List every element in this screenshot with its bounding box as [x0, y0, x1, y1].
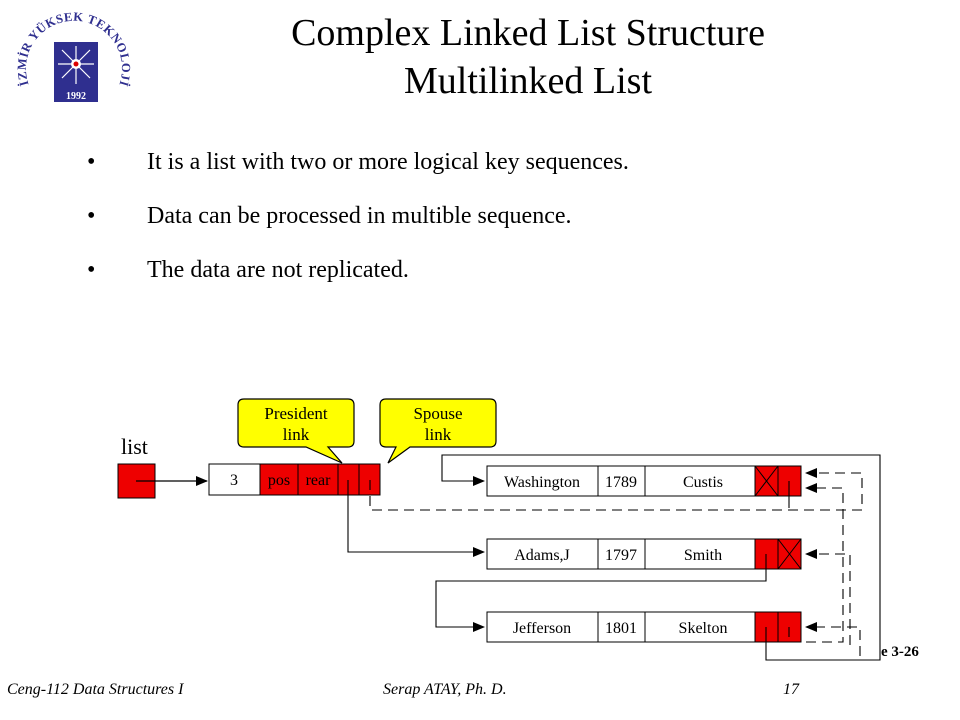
- footer-author: Serap ATAY, Ph. D.: [383, 681, 507, 698]
- head-count: 3: [230, 472, 238, 489]
- bullet-text: Data can be processed in multible sequen…: [147, 203, 572, 229]
- bullet-text: The data are not replicated.: [147, 257, 409, 283]
- head-pos: pos: [268, 472, 290, 489]
- president-links: [347, 454, 881, 661]
- node-spouse: Skelton: [679, 620, 728, 637]
- spouse-links: [369, 468, 863, 656]
- logo-year: 1992: [66, 91, 86, 102]
- head-rear: rear: [306, 472, 332, 489]
- spouse-callout-line1: Spouse: [413, 404, 462, 423]
- head-node: 3 pos rear: [208, 463, 381, 496]
- figure-label: e 3-26: [881, 644, 919, 660]
- president-callout-line2: link: [283, 425, 310, 444]
- node-year: 1801: [605, 620, 637, 637]
- footer-page-number: 17: [783, 681, 799, 698]
- spouse-callout-line2: link: [425, 425, 452, 444]
- node-spouse: Smith: [684, 547, 722, 564]
- node-jefferson: Jefferson 1801 Skelton: [486, 611, 802, 643]
- bullet-dot: •: [87, 149, 96, 175]
- bullet-dot: •: [87, 257, 96, 283]
- bullet-text: It is a list with two or more logical ke…: [147, 149, 629, 175]
- node-name: Washington: [504, 474, 580, 491]
- president-callout-line1: President: [264, 404, 328, 423]
- bullet-dot: •: [87, 203, 96, 229]
- title-line-1: Complex Linked List Structure: [291, 12, 765, 54]
- node-name: Jefferson: [513, 620, 571, 637]
- node-name: Adams,J: [514, 547, 570, 564]
- slide-title: Complex Linked List Structure Multilinke…: [130, 9, 926, 105]
- node-washington: Washington 1789 Custis: [486, 465, 802, 497]
- title-line-2: Multilinked List: [403, 60, 653, 102]
- list-label: list: [121, 434, 148, 459]
- spouse-link-callout: Spouse link: [379, 398, 497, 464]
- institute-logo: İZMİR YÜKSEK TEKNOLOJİ ENSTİTÜSÜ 1992: [3, 0, 138, 128]
- node-adams: Adams,J 1797 Smith: [486, 538, 802, 570]
- node-spouse: Custis: [683, 474, 723, 491]
- node-year: 1797: [605, 547, 637, 564]
- president-link-callout: President link: [237, 398, 355, 464]
- node-year: 1789: [605, 474, 637, 491]
- footer-course: Ceng-112 Data Structures I: [7, 681, 184, 698]
